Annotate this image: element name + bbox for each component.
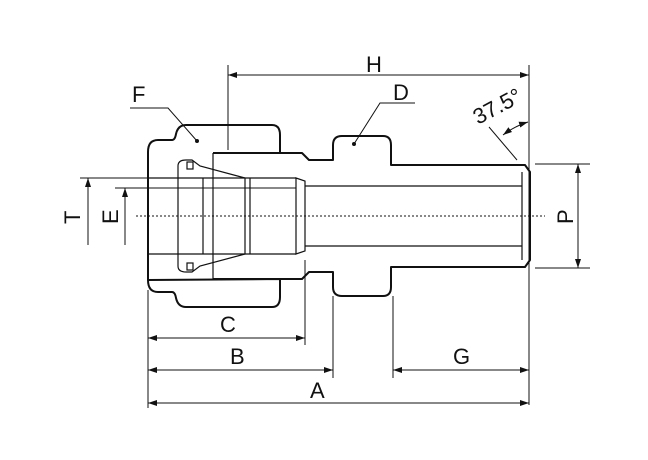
angle-arc [502, 121, 529, 136]
label-F: F [132, 82, 145, 107]
ferrule-tip-bottom [186, 262, 194, 271]
label-B: B [230, 344, 245, 369]
leader-F-dot [195, 139, 199, 143]
label-H: H [366, 52, 382, 77]
label-T: T [60, 211, 85, 224]
label-A: A [310, 378, 325, 403]
ferrule-tip-top [186, 161, 194, 170]
leader-D [353, 102, 415, 145]
label-E: E [98, 209, 123, 224]
nut-outline [147, 124, 281, 308]
leader-D-dot [352, 142, 356, 146]
tube-end [295, 177, 306, 255]
label-C: C [220, 312, 236, 337]
body-outline [213, 135, 531, 297]
label-angle: 37.5° [469, 83, 526, 129]
label-P: P [553, 209, 578, 224]
label-D: D [393, 80, 409, 105]
label-G: G [453, 344, 470, 369]
angle-leader [488, 126, 518, 161]
leader-F [130, 107, 198, 142]
